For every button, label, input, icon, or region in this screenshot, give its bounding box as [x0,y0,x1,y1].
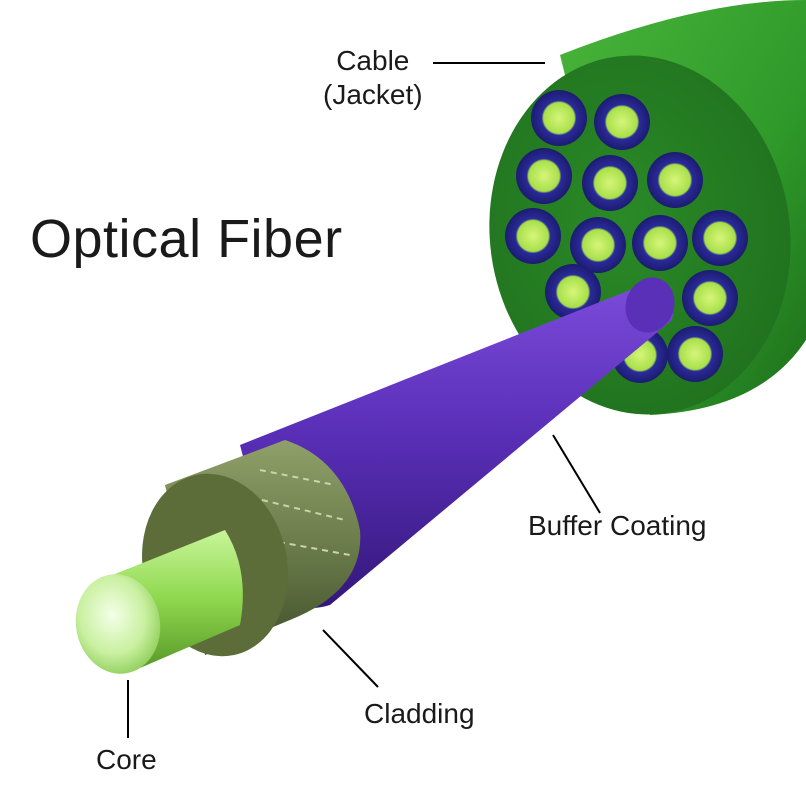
inner-fiber-8 [632,215,688,271]
inner-fiber-5 [647,152,703,208]
diagram-title: Optical Fiber [30,209,343,269]
inner-fiber-4 [582,155,638,211]
inner-fiber-11 [682,270,738,326]
cable-label-line2: (Jacket) [323,79,423,110]
inner-fiber-7 [570,217,626,273]
inner-fiber-6 [505,208,561,264]
cladding-label: Cladding [364,698,475,729]
inner-fiber-9 [692,210,748,266]
cable-label-line1: Cable [336,45,410,76]
cable-jacket-label: Cable (Jacket) [323,44,423,112]
core [75,530,243,674]
leader-lines [127,62,601,738]
inner-fiber-13 [667,326,723,382]
core-face [75,574,161,674]
cladding-leader-line [322,629,379,688]
inner-fiber-10 [545,264,601,320]
core-label: Core [96,744,157,775]
buffer-coating-label: Buffer Coating [528,510,707,541]
inner-fiber-2 [594,94,650,150]
buffer-leader-line [552,434,601,514]
inner-fiber-3 [516,148,572,204]
inner-fiber-1 [531,90,587,146]
